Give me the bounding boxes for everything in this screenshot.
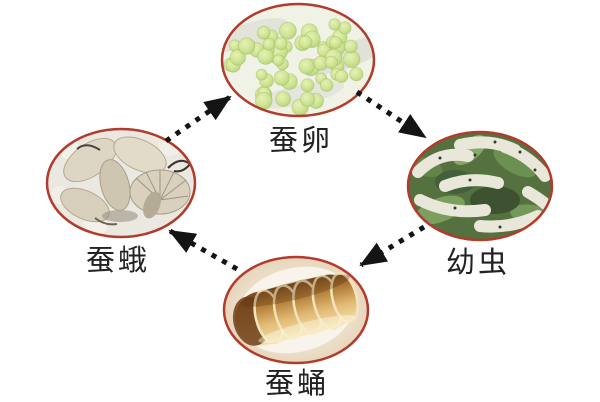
- eggs-photo: [222, 4, 374, 116]
- moth-border: [45, 127, 197, 239]
- arrow-pupa-to-moth: [168, 228, 239, 272]
- caterpillar-specks: [438, 140, 537, 229]
- arrow-moth-to-eggs: [164, 94, 232, 144]
- larvae-border: [406, 130, 554, 242]
- pupa-body: [232, 272, 359, 346]
- stage-label-larvae: 幼虫: [445, 245, 511, 279]
- stage-label-eggs: 蚕卵: [268, 123, 334, 157]
- stage-label-moth: 蚕蛾: [85, 243, 151, 277]
- pupa-photo: [224, 257, 368, 363]
- eggs-border: [220, 2, 376, 118]
- arrow-larvae-to-pupa: [359, 224, 426, 268]
- larvae-photo: [408, 132, 552, 240]
- eggs-cluster: [223, 18, 364, 116]
- pupa-border: [222, 255, 370, 365]
- stage-label-pupa: 蚕蛹: [264, 366, 330, 400]
- arrow-eggs-to-larvae: [355, 89, 427, 140]
- moth-antenna: [76, 144, 101, 151]
